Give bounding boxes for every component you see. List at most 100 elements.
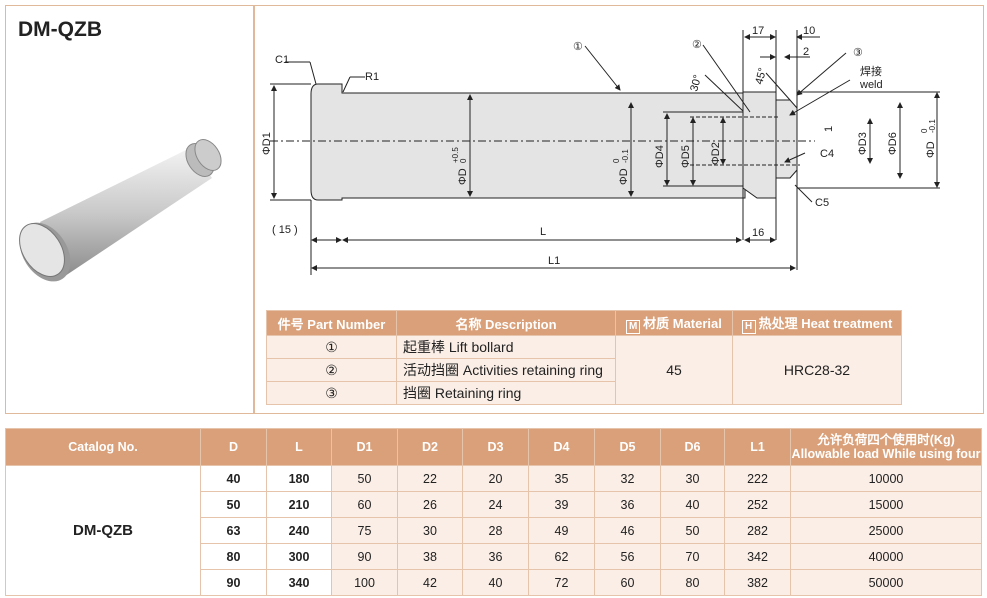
cell: 90 [200, 569, 267, 596]
part-number: ② [266, 358, 397, 382]
cell: 222 [724, 465, 791, 492]
cell: 20 [462, 465, 529, 492]
label-phi-d4: ΦD4 [654, 145, 666, 168]
drawing-panel [253, 5, 984, 414]
cell: 50000 [790, 569, 982, 596]
cell: 50 [660, 517, 725, 544]
cell: 100 [331, 569, 398, 596]
label-neg-tol: -0.1 [621, 149, 630, 163]
load-header-cn: 允许负荷四个使用时(Kg) [817, 433, 955, 447]
header-catalog-no-: Catalog No. [5, 428, 201, 466]
callout-1: ① [573, 41, 583, 53]
part-number: ① [266, 335, 397, 359]
label-phi-d2: ΦD2 [710, 142, 722, 165]
label-phi-d6: ΦD6 [887, 132, 899, 155]
cell: 35 [528, 465, 595, 492]
cell: 39 [528, 491, 595, 518]
header-l: L [266, 428, 332, 466]
cell: 340 [266, 569, 332, 596]
label-tol-zero: 0 [459, 158, 468, 163]
cell: 60 [594, 569, 661, 596]
label-c1: C1 [275, 54, 289, 66]
cell: 24 [462, 491, 529, 518]
label-17: 17 [752, 25, 764, 37]
technical-drawing: C1 R1 ΦD1 ΦD +0.5 0 ΦD 0 -0.1 ΦD4 ΦD5 ΦD… [19, 25, 940, 282]
header-allowable-load: 允许负荷四个使用时(Kg)Allowable load While using … [790, 428, 982, 466]
label-c5: C5 [815, 197, 829, 209]
label-weld-en: weld [859, 79, 883, 91]
header-description: 名称 Description [396, 310, 616, 336]
label-right-tol: -0.1 [928, 119, 937, 133]
label-c4: C4 [820, 148, 834, 160]
lift-bollard-illustration [19, 139, 222, 282]
cell: 46 [594, 517, 661, 544]
label-phi-d5: ΦD5 [680, 145, 692, 168]
cell: 80 [660, 569, 725, 596]
material-value: 45 [615, 335, 733, 405]
label-l: L [540, 226, 546, 238]
header-d6: D6 [660, 428, 725, 466]
cell: 32 [594, 465, 661, 492]
label-weld-cn: 焊接 [860, 64, 882, 78]
header-l1: L1 [724, 428, 791, 466]
label-r1: R1 [365, 71, 379, 83]
load-header-en: Allowable load While using four [791, 447, 981, 461]
cell: 30 [660, 465, 725, 492]
header-d1: D1 [331, 428, 398, 466]
cell: 90 [331, 543, 398, 570]
part-number: ③ [266, 381, 397, 405]
catalog-number: DM-QZB [5, 465, 201, 596]
cell: 36 [462, 543, 529, 570]
label-phi-d3: ΦD3 [857, 132, 869, 155]
cell: 75 [331, 517, 398, 544]
header-d2: D2 [397, 428, 463, 466]
cell: 30 [397, 517, 463, 544]
material-icon: M [626, 319, 641, 334]
header-d3: D3 [462, 428, 529, 466]
cell: 49 [528, 517, 595, 544]
part-description: 挡圈 Retaining ring [396, 381, 616, 405]
label-phi-d-right: ΦD [925, 141, 937, 158]
cell: 26 [397, 491, 463, 518]
label-30deg: 30° [688, 74, 704, 93]
cell: 63 [200, 517, 267, 544]
cell: 56 [594, 543, 661, 570]
callout-2: ② [692, 39, 702, 51]
table-row: ② 活动挡圈 Activities retaining ring [266, 358, 902, 382]
heat-icon: H [741, 319, 756, 334]
cell: 70 [660, 543, 725, 570]
cell: 42 [397, 569, 463, 596]
label-10: 10 [803, 25, 815, 37]
cell: 36 [594, 491, 661, 518]
cell: 40000 [790, 543, 982, 570]
label-2: 2 [803, 46, 809, 58]
callout-3: ③ [853, 47, 863, 59]
label-right-zero: 0 [920, 128, 929, 133]
table-row: ③ 挡圈 Retaining ring [266, 381, 902, 405]
cell: 180 [266, 465, 332, 492]
label-phi-d-body: ΦD [618, 168, 630, 185]
part-description: 起重棒 Lift bollard [396, 335, 616, 359]
cell: 38 [397, 543, 463, 570]
cell: 25000 [790, 517, 982, 544]
cell: 62 [528, 543, 595, 570]
label-neg-zero: 0 [612, 158, 621, 163]
cell: 40 [462, 569, 529, 596]
drawing-labels: C1 R1 ΦD1 ΦD +0.5 0 ΦD 0 -0.1 ΦD4 ΦD5 ΦD… [261, 25, 937, 267]
table-row: ① 起重棒 Lift bollard 45 HRC28-32 [266, 335, 902, 405]
cell: 10000 [790, 465, 982, 492]
product-image-panel [5, 5, 255, 414]
cell: 50 [200, 491, 267, 518]
label-16: 16 [752, 227, 764, 239]
label-45deg: 45° [753, 67, 769, 86]
part-description: 活动挡圈 Activities retaining ring [396, 358, 616, 382]
heat-treatment-value: HRC28-32 [732, 335, 902, 405]
